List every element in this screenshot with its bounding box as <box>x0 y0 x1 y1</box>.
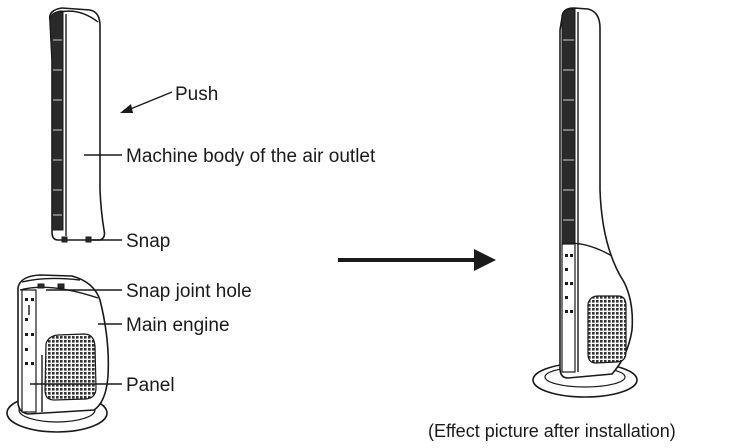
leader-lines <box>30 91 173 385</box>
label-push: Push <box>175 84 218 105</box>
label-panel: Panel <box>126 375 175 396</box>
label-snap: Snap <box>126 231 170 252</box>
label-main-engine: Main engine <box>126 315 230 336</box>
main-engine-unit <box>6 274 110 433</box>
caption-effect-picture: (Effect picture after installation) <box>428 421 676 441</box>
air-outlet-body <box>48 7 106 243</box>
label-snap-joint-hole: Snap joint hole <box>126 281 252 302</box>
right-arrow <box>338 249 496 271</box>
label-machine-body: Machine body of the air outlet <box>126 146 376 167</box>
assembled-tower-fan <box>532 7 638 398</box>
